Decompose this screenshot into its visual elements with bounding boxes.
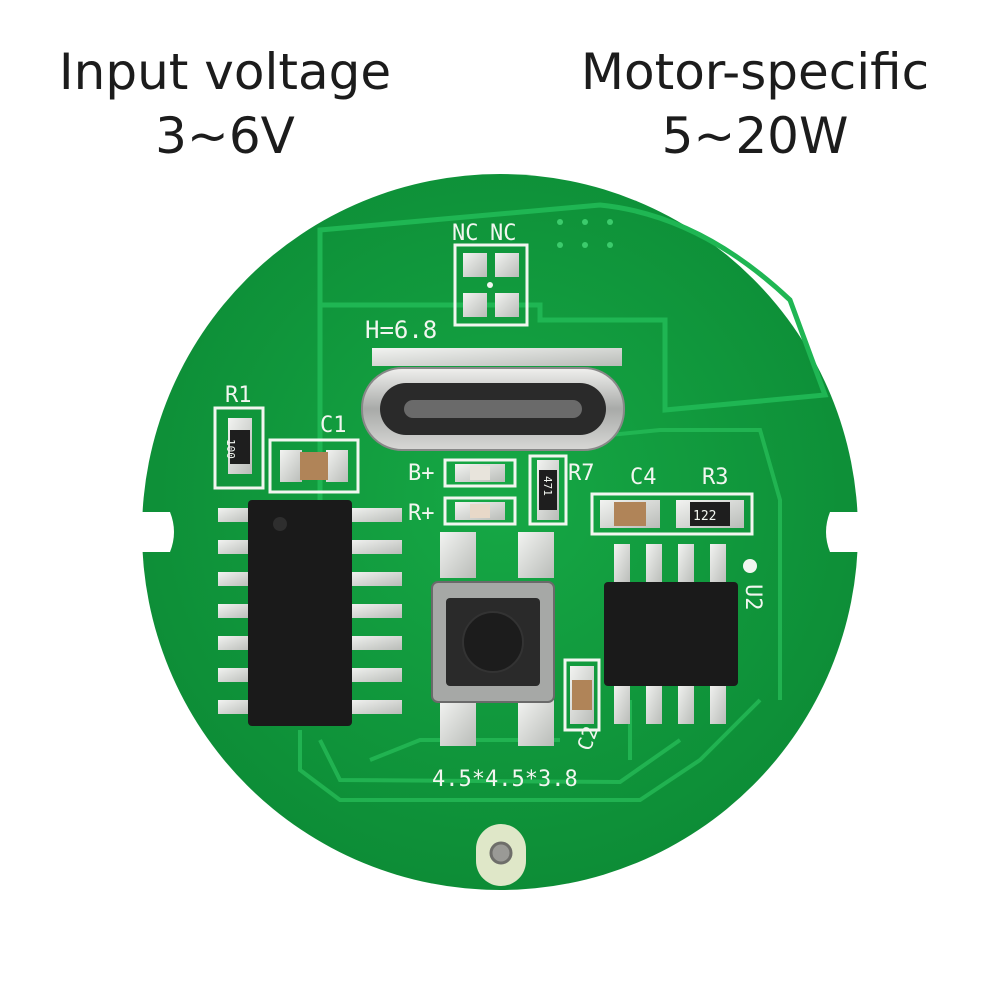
input-voltage-label: Input voltage: [58, 43, 392, 101]
u2-pin1-dot: [743, 559, 757, 573]
r7-marking: 471: [541, 476, 554, 496]
silk-nc-right: NC: [490, 221, 517, 246]
silk-r3: R3: [702, 465, 729, 490]
capacitor-c4: [600, 500, 660, 528]
silk-b-plus: B+: [408, 461, 435, 486]
ic-soic14: [218, 500, 402, 726]
resistor-r3: 122: [676, 500, 744, 528]
silk-r7: R7: [568, 461, 595, 486]
silk-r1: R1: [225, 383, 252, 408]
led-red: [443, 496, 517, 526]
silk-c4: C4: [630, 465, 657, 490]
r3-marking: 122: [693, 509, 716, 524]
resistor-r7: 471: [537, 460, 559, 520]
motor-power-caption: Motor-specific 5~20W: [540, 40, 970, 168]
capacitor-c2: [563, 658, 601, 732]
input-voltage-value: 3~6V: [155, 107, 295, 165]
silk-dims: 4.5*4.5*3.8: [432, 767, 578, 792]
mounting-pad: [476, 824, 526, 886]
silk-c1: C1: [320, 413, 347, 438]
led-blue: [443, 458, 517, 488]
resistor-r1: 100: [224, 418, 252, 474]
nc-pad-block: [453, 243, 529, 327]
usb-c-connector: [361, 348, 625, 451]
r1-marking: 100: [224, 439, 237, 459]
silk-r-plus: R+: [408, 501, 435, 526]
capacitor-c1: [280, 450, 348, 482]
via-row: [557, 219, 613, 248]
silk-nc-left: NC: [452, 221, 479, 246]
silk-u2: U2: [740, 584, 765, 611]
motor-power-value: 5~20W: [661, 107, 849, 165]
silk-height: H=6.8: [365, 316, 437, 344]
input-voltage-caption: Input voltage 3~6V: [20, 40, 430, 168]
ic-u2-soic8: [604, 544, 738, 724]
motor-power-label: Motor-specific: [580, 43, 930, 101]
tactile-switch: [431, 532, 555, 746]
